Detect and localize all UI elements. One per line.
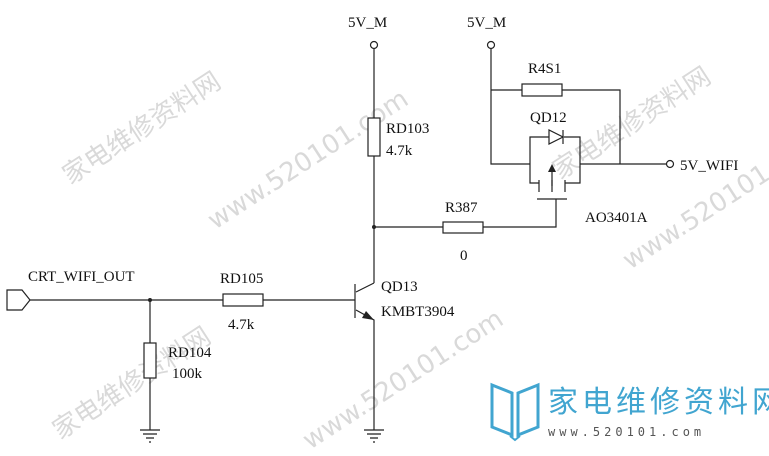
watermark-url: www.520101.com bbox=[297, 304, 509, 456]
supply-left-label: 5V_M bbox=[348, 15, 387, 31]
site-logo: 家电维修资料网 www.520101.com bbox=[490, 382, 769, 442]
mosfet-wires bbox=[490, 49, 667, 165]
watermark-url: www.520101.com bbox=[617, 124, 769, 276]
rd105-value: 4.7k bbox=[228, 317, 255, 333]
mosfet-qd12: QD12 AO3401A bbox=[529, 110, 648, 226]
supply-right-label: 5V_M bbox=[467, 15, 506, 31]
rd103-value: 4.7k bbox=[386, 143, 413, 159]
qd13-part: KMBT3904 bbox=[381, 304, 455, 320]
supply-left-terminal bbox=[369, 40, 379, 50]
book-icon bbox=[490, 382, 540, 442]
rd105-ref: RD105 bbox=[220, 271, 263, 287]
input-net: CRT_WIFI_OUT bbox=[6, 269, 135, 311]
r387-ref: R387 bbox=[445, 200, 478, 216]
resistor-rd103: RD103 4.7k bbox=[367, 117, 429, 159]
resistor-r387: R387 0 bbox=[442, 200, 484, 264]
gate-wire bbox=[374, 200, 557, 228]
qd12-part: AO3401A bbox=[585, 210, 648, 226]
logo-url: www.520101.com bbox=[548, 425, 705, 439]
rd103-ref: RD103 bbox=[386, 121, 429, 137]
qd13-ref: QD13 bbox=[381, 279, 418, 295]
ground-symbol bbox=[364, 429, 384, 443]
watermark-url: www.520101.com bbox=[202, 84, 414, 236]
ground-symbol bbox=[140, 429, 160, 443]
input-connector bbox=[6, 289, 31, 311]
output-label: 5V_WIFI bbox=[680, 158, 738, 174]
r387-value: 0 bbox=[460, 248, 468, 264]
supply-right: 5V_M bbox=[467, 15, 506, 50]
qd12-ref: QD12 bbox=[530, 110, 567, 126]
rd104-value: 100k bbox=[172, 366, 203, 382]
watermark-text: 家电维修资料网 bbox=[57, 67, 226, 191]
logo-text: 家电维修资料网 bbox=[548, 385, 769, 420]
resistor-rd105: RD105 4.7k bbox=[220, 271, 264, 333]
rd104-ref: RD104 bbox=[168, 345, 212, 361]
supply-right-terminal bbox=[486, 40, 496, 50]
watermark-text: 家电维修资料网 bbox=[47, 322, 216, 446]
r4s1-ref: R4S1 bbox=[528, 61, 561, 77]
output-net: 5V_WIFI bbox=[665, 158, 738, 174]
input-label: CRT_WIFI_OUT bbox=[28, 269, 135, 285]
supply-left: 5V_M bbox=[348, 15, 387, 50]
resistor-r4s1: R4S1 bbox=[521, 61, 563, 97]
transistor-qd13: QD13 KMBT3904 bbox=[354, 279, 455, 430]
output-terminal bbox=[665, 159, 675, 169]
resistor-rd104: RD104 100k bbox=[143, 342, 212, 382]
